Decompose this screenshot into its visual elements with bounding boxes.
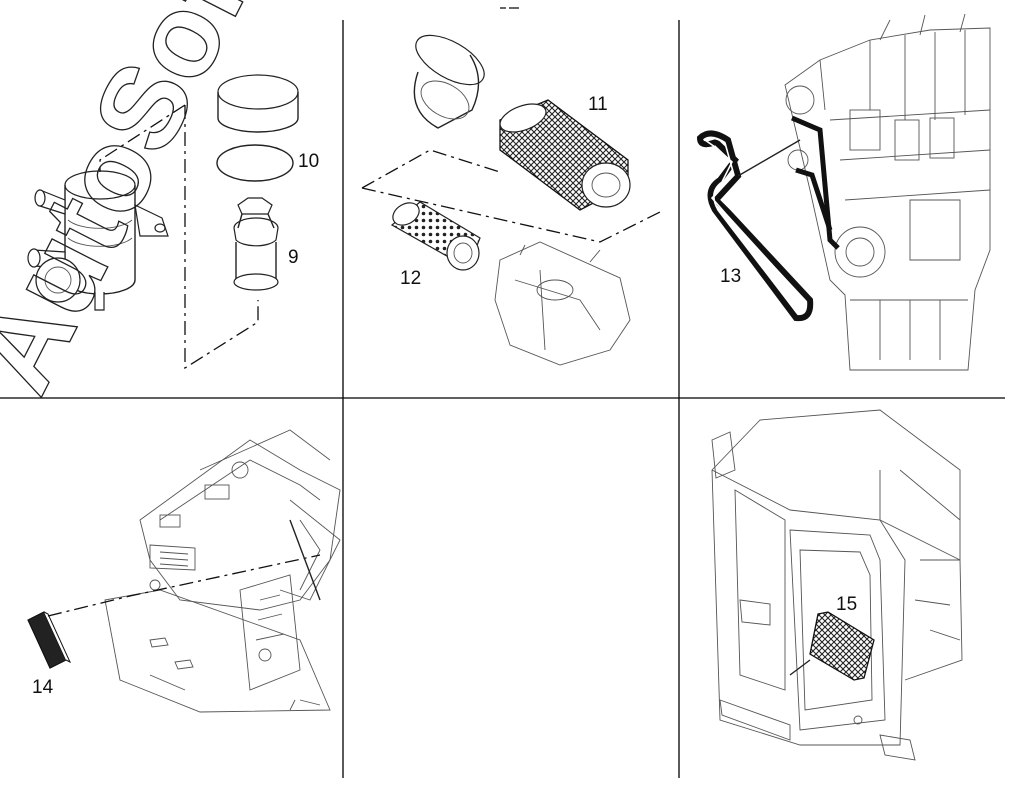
engine	[784, 13, 991, 371]
label-part-14: 14	[32, 677, 54, 698]
chassis-frame	[104, 429, 341, 713]
label-part-9: 9	[288, 247, 299, 268]
cabin-filter-pad	[27, 611, 72, 669]
assembly-line-1	[99, 104, 259, 370]
air-filter-housing	[494, 241, 631, 366]
cab-structure	[711, 409, 963, 761]
label-part-15: 15	[836, 594, 858, 615]
engine-belt-path	[791, 115, 840, 250]
filter-housing	[27, 170, 169, 311]
o-ring	[216, 144, 294, 182]
panel-chassis	[27, 429, 341, 713]
label-part-13: 13	[720, 266, 742, 287]
filter-cap	[217, 74, 299, 133]
panel-engine-belt	[696, 13, 991, 371]
inner-filter-element	[390, 201, 481, 271]
air-filter-cover	[413, 34, 485, 129]
label-part-10: 10	[298, 151, 320, 172]
assembly-line-2	[361, 149, 661, 243]
leader-15	[789, 659, 811, 676]
panel-cab	[711, 409, 963, 761]
leader-13	[737, 139, 801, 177]
grid-lines	[0, 20, 1005, 778]
outer-filter-element	[499, 99, 631, 211]
panel-fuel-filter	[27, 74, 299, 370]
label-part-12: 12	[400, 268, 422, 289]
leader-14-frame	[289, 519, 321, 601]
cab-air-filter	[809, 611, 875, 681]
assembly-line-3	[47, 554, 321, 617]
filter-element	[233, 197, 279, 291]
label-part-11: 11	[588, 94, 608, 115]
drive-belt	[696, 130, 814, 322]
panel-air-filter	[361, 34, 661, 366]
